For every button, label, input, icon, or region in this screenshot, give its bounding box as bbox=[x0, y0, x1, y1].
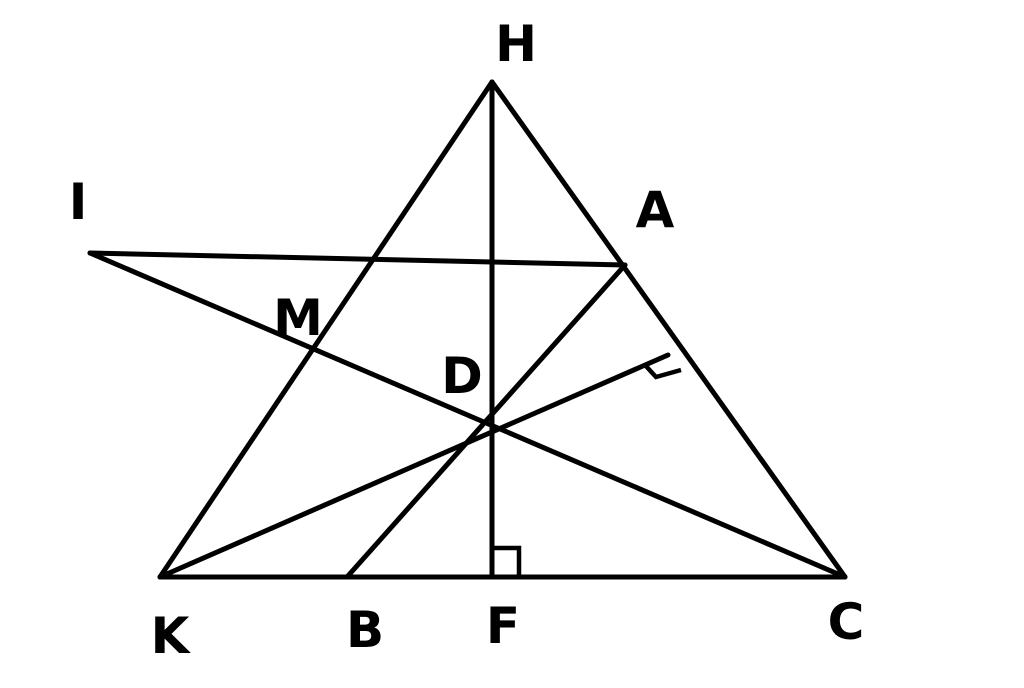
point-label-H: H bbox=[495, 15, 537, 73]
right-angle-marker-HC bbox=[643, 363, 682, 380]
segment-IC bbox=[87, 250, 848, 580]
segment-HK bbox=[157, 79, 495, 580]
point-label-K: K bbox=[150, 607, 190, 665]
point-label-I: I bbox=[68, 173, 88, 231]
point-label-B: B bbox=[345, 601, 385, 659]
point-label-F: F bbox=[485, 597, 521, 655]
point-label-A: A bbox=[635, 181, 675, 239]
point-label-D: D bbox=[441, 347, 483, 405]
right-angle-marker-F bbox=[492, 545, 522, 577]
segment-HC bbox=[489, 79, 848, 580]
segment-BA bbox=[344, 262, 628, 580]
point-label-M: M bbox=[273, 289, 323, 347]
segment-IA bbox=[87, 250, 628, 268]
point-label-C: C bbox=[827, 593, 865, 651]
segment-K-perpendicular-HC bbox=[157, 352, 671, 580]
